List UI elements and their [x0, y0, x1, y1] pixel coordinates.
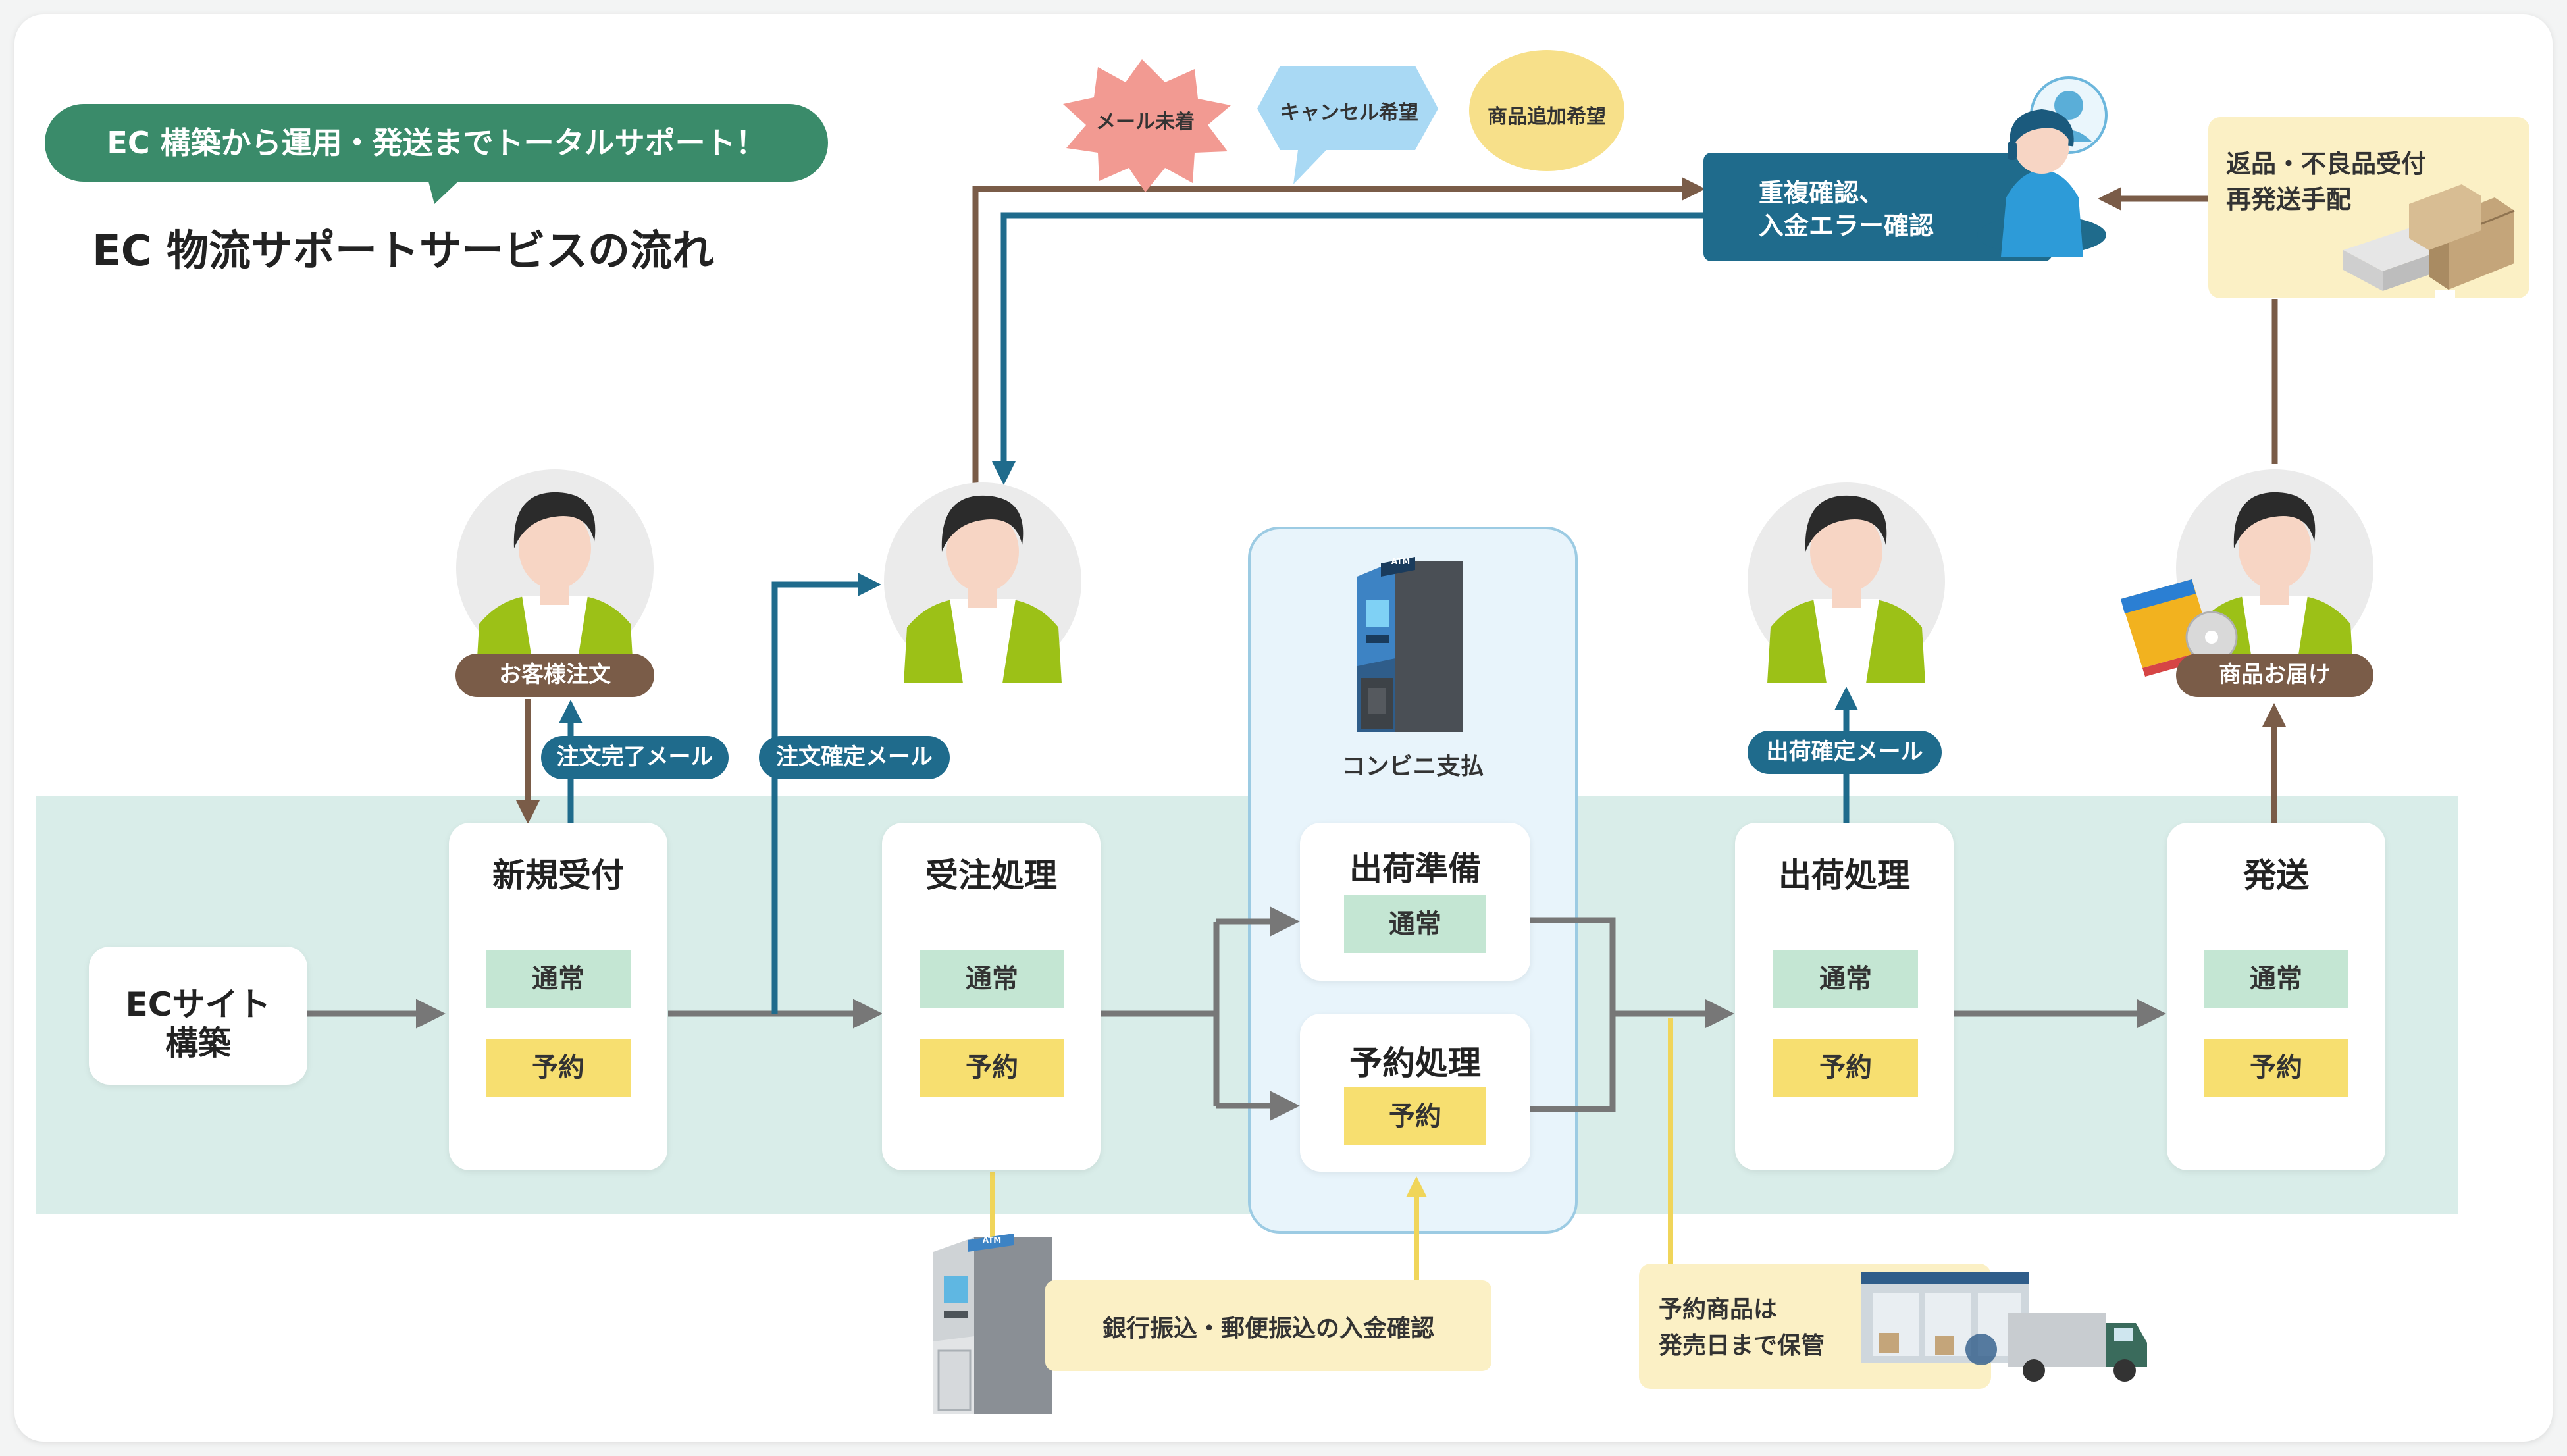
bubble-add: 商品追加希望 [1488, 105, 1606, 128]
bubble-add-shape [1469, 50, 1624, 171]
dispatch-title: 発送 [2243, 856, 2309, 895]
atm-large-illustration [1357, 557, 1463, 732]
callcenter-box [1703, 153, 2052, 261]
returns-line2: 再発送手配 [2226, 185, 2352, 214]
returns-line1: 返品・不良品受付 [2226, 149, 2427, 178]
customer-order-label: お客様注文 [455, 654, 654, 697]
convenience-payment-label: コンビニ支払 [1341, 753, 1484, 780]
shipping-prep-normal-tag: 通常 [1344, 895, 1486, 953]
new-order-normal-tag: 通常 [486, 950, 631, 1008]
shipping-prep-title: 出荷準備 [1349, 850, 1481, 888]
order-processing-normal-tag: 通常 [920, 950, 1064, 1008]
atm-large-sign: ATM [1391, 557, 1411, 566]
shipping-processing-title: 出荷処理 [1778, 856, 1910, 895]
brown-arrows [516, 177, 2286, 824]
dispatch-normal-tag: 通常 [2204, 950, 2348, 1008]
shipping-processing-reserve-tag: 予約 [1773, 1039, 1918, 1097]
ec-site-box [89, 947, 307, 1085]
blue-arrows [559, 212, 1858, 1014]
order-processing-reserve-tag: 予約 [920, 1039, 1064, 1097]
new-order-title: 新規受付 [492, 856, 624, 895]
bubble-mail: メール未着 [1096, 111, 1195, 134]
callcenter-line1: 重複確認、 [1759, 178, 1884, 207]
bubble-cancel: キャンセル希望 [1280, 101, 1418, 124]
page-title: EC 物流サポートサービスの流れ [92, 227, 714, 276]
warehouse-illustration [1861, 1272, 2029, 1365]
reservation-processing-reserve-tag: 予約 [1344, 1087, 1486, 1145]
avatar-shipping-graphic [1748, 482, 1945, 683]
reserved-goods-line2: 発売日まで保管 [1659, 1332, 1825, 1359]
callcenter-line2: 入金エラー確認 [1759, 211, 1934, 240]
new-order-reserve-tag: 予約 [486, 1039, 631, 1097]
delivery-label: 商品お届け [2176, 654, 2373, 697]
shipping-processing-normal-tag: 通常 [1773, 950, 1918, 1008]
ec-site-line2: 構築 [165, 1024, 231, 1062]
atm-small-sign: ATM [982, 1235, 1002, 1245]
bank-note-box [1045, 1280, 1491, 1371]
reserved-goods-line1: 予約商品は [1659, 1296, 1778, 1323]
truck-illustration [2008, 1313, 2147, 1382]
bank-transfer-label: 銀行振込・郵便振込の入金確認 [1102, 1315, 1434, 1342]
bubble-mail-shape [1063, 59, 1231, 192]
order-complete-mail-label: 注文完了メール [541, 736, 729, 779]
avatar-staff-graphic [884, 482, 1081, 683]
ec-site-line1: ECサイト [125, 985, 271, 1024]
reservation-processing-title: 予約処理 [1349, 1044, 1481, 1082]
bubble-cancel-shape [1257, 66, 1438, 184]
order-confirm-mail-label: 注文確定メール [759, 736, 950, 779]
operator-illustration [1977, 76, 2108, 257]
banner-shape [45, 104, 828, 204]
avatar-customer-graphic [456, 469, 654, 680]
dispatch-reserve-tag: 予約 [2204, 1039, 2348, 1097]
banner-text: EC 構築から運用・発送までトータルサポート！ [107, 125, 766, 161]
yellow-lines [990, 1018, 1673, 1282]
atm-small-illustration [933, 1234, 1052, 1414]
shipping-confirm-mail-label: 出荷確定メール [1748, 731, 1942, 774]
returns-boxes-illustration [2343, 184, 2515, 299]
order-processing-title: 受注処理 [925, 856, 1057, 895]
